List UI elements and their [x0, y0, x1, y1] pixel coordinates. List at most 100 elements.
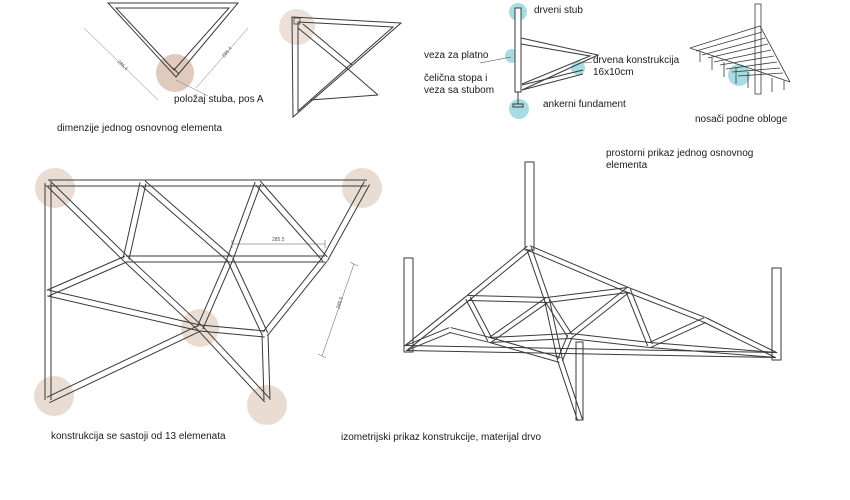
- beam-edge: [569, 337, 650, 348]
- beam-edge: [544, 300, 559, 361]
- highlight-marker: [728, 64, 750, 86]
- beam-edge: [629, 288, 653, 345]
- label-anchor-foundation: ankerni fundament: [543, 99, 626, 110]
- beam-edge: [625, 290, 649, 347]
- beam-edge: [626, 291, 705, 323]
- beam-edge: [488, 297, 546, 339]
- beam-edge: [232, 257, 269, 333]
- label-post-position: položaj stuba, pos A: [174, 94, 264, 105]
- beam-edge: [465, 298, 489, 342]
- label-wood-structure-line1: drvena konstrukcija: [593, 55, 680, 66]
- dimension-lines: [231, 240, 359, 359]
- beam-edge: [321, 181, 365, 258]
- beam-edge: [201, 325, 270, 399]
- beam-edge: [557, 334, 569, 360]
- label-wood-structure-line2: 16x10cm: [593, 67, 634, 78]
- beam-edge: [490, 337, 561, 359]
- beam-edge: [123, 260, 199, 331]
- label-wood-structure: drvena konstrukcija 16x10cm: [593, 55, 679, 79]
- beam-edge: [548, 299, 563, 360]
- beam-edge: [49, 180, 129, 258]
- beam-edge: [557, 360, 579, 421]
- beam-edge: [122, 182, 141, 259]
- beam-edge: [127, 256, 203, 327]
- beam-edge: [568, 287, 627, 335]
- beam-edge: [404, 327, 450, 347]
- beam-edge: [490, 337, 571, 343]
- beam-edge: [571, 291, 630, 339]
- label-steel-foot-line1: čelična stopa i: [424, 73, 488, 84]
- beam-edge: [406, 331, 452, 351]
- beam-edge: [530, 247, 550, 300]
- beam-edge: [45, 184, 125, 262]
- beam-edge: [128, 183, 147, 260]
- beam-edge: [202, 259, 234, 330]
- label-steel-foot-line2: veza sa stubom: [424, 85, 495, 96]
- post-position-marker: [156, 54, 194, 92]
- beam-edge: [405, 349, 776, 358]
- beam-edge: [526, 248, 546, 301]
- beam-edge: [404, 295, 467, 347]
- beam-edge: [491, 301, 549, 343]
- beam-edge: [199, 330, 265, 338]
- beam-edge: [449, 331, 490, 343]
- beam-edge: [196, 257, 228, 328]
- label-floor-supports: nosači podne obloge: [695, 114, 788, 125]
- beam-edge: [232, 183, 262, 261]
- beam-edge: [47, 295, 200, 332]
- beam-edge: [46, 255, 126, 291]
- beam-edge: [48, 289, 201, 326]
- beam-edge: [546, 287, 628, 299]
- beam-edge: [255, 184, 324, 262]
- beam-edge: [648, 317, 705, 344]
- label-thirteen-elements: konstrukcija se sastoji od 13 elemenata: [51, 431, 226, 442]
- beam-edge: [49, 330, 202, 404]
- beam-edge: [467, 299, 547, 303]
- beam-edge: [527, 249, 628, 293]
- beam-edge: [262, 256, 324, 333]
- support-marker: [34, 376, 74, 416]
- beam-edge: [705, 317, 778, 354]
- beam-edge: [327, 184, 371, 261]
- beam-edge: [46, 324, 199, 398]
- beam-edge: [450, 327, 491, 339]
- beam-edge: [547, 291, 629, 303]
- beam-edge: [468, 295, 548, 299]
- beam-edge: [469, 296, 493, 340]
- beam-edge: [489, 341, 560, 363]
- truss-members: [44, 179, 371, 404]
- beam-edge: [628, 287, 707, 319]
- label-canvas-joint: veza za platno: [424, 50, 489, 61]
- beam-edge: [140, 184, 229, 262]
- beam-edge: [48, 261, 128, 297]
- beam-edge: [259, 180, 328, 258]
- beam-edge: [226, 260, 263, 336]
- support-marker: [247, 385, 287, 425]
- label-spatial-view: prostorni prikaz jednog osnovnog element…: [606, 148, 754, 171]
- beam-edge: [407, 299, 470, 351]
- beam-edge: [570, 333, 651, 344]
- beam-edge: [466, 245, 528, 297]
- label-element-dimensions: dimenzije jednog osnovnog elementa: [57, 123, 223, 134]
- highlight-marker: [571, 61, 585, 75]
- label-isometric-view: izometrijski prikaz konstrukcije, materi…: [341, 432, 542, 443]
- support-marker: [342, 168, 382, 208]
- dimension-value: 285.5: [272, 237, 285, 243]
- beam-edge: [561, 359, 583, 420]
- beam-edge: [266, 260, 328, 337]
- beam-edge: [469, 249, 531, 301]
- beam-edge: [406, 345, 777, 354]
- beam-edge: [200, 324, 266, 332]
- beam-edge: [261, 334, 265, 401]
- beam-edge: [197, 329, 266, 403]
- support-marker: [181, 309, 219, 347]
- label-steel-foot: čelična stopa i veza sa stubom: [424, 73, 494, 97]
- beam-edge: [144, 180, 233, 258]
- beam-edge: [561, 336, 573, 362]
